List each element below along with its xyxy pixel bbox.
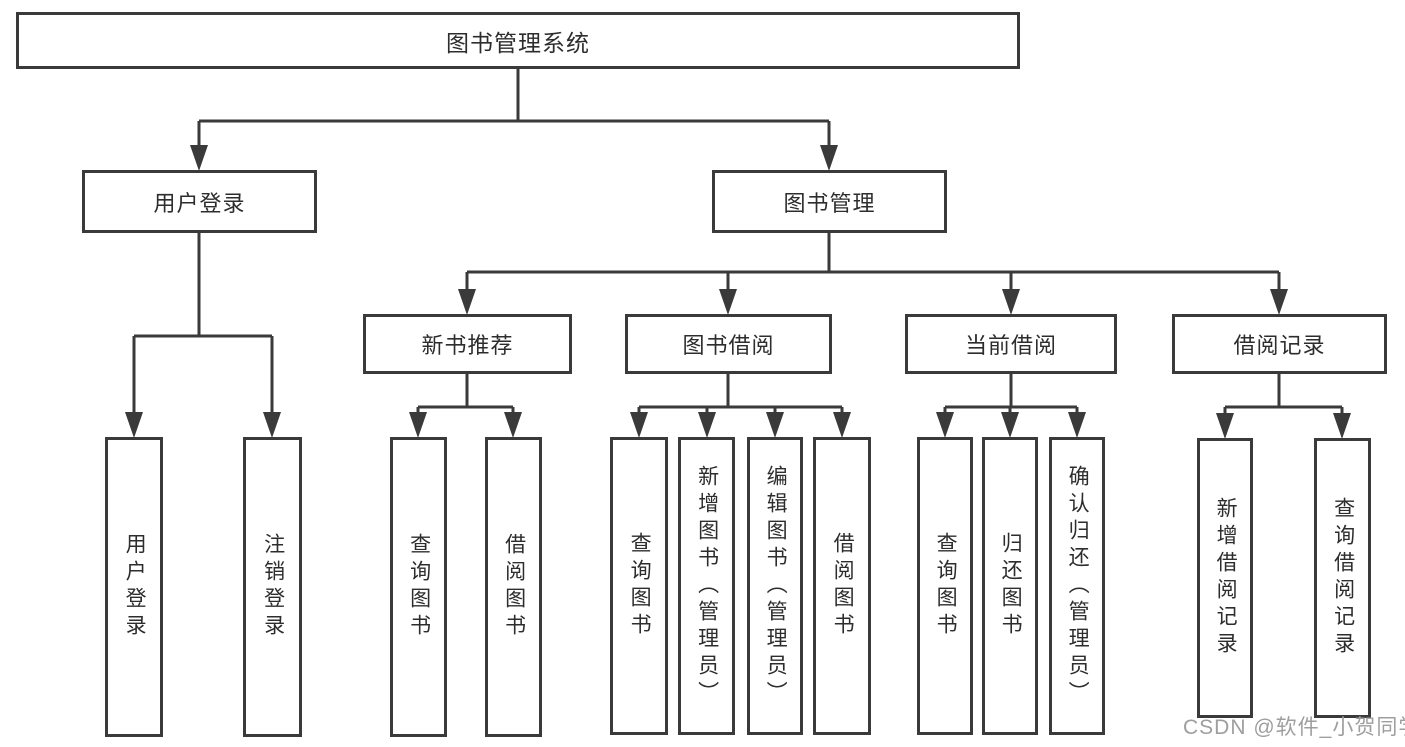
leaf-add-borrow-record-label: 新增借阅记录 — [1214, 497, 1238, 659]
csdn-watermark: CSDN @软件_小贺同学 — [1183, 716, 1405, 739]
node-current-borrowing: 当前借阅 — [905, 314, 1117, 374]
leaf-return-books-label: 归还图书 — [999, 532, 1023, 640]
leaf-query-books-current-label: 查询图书 — [934, 532, 958, 640]
leaf-query-borrow-record: 查询借阅记录 — [1314, 438, 1371, 718]
arrowhead-down-icon — [409, 412, 427, 438]
leaf-add-books-admin: 新增图书（管理员） — [678, 437, 735, 735]
arrowhead-down-icon — [630, 412, 648, 438]
leaf-borrow-books-recommend: 借阅图书 — [485, 437, 542, 737]
leaf-return-books: 归还图书 — [982, 437, 1038, 735]
node-book-management: 图书管理 — [712, 170, 947, 233]
node-current-borrowing-label: 当前借阅 — [964, 333, 1057, 358]
arrowhead-down-icon — [263, 412, 281, 438]
leaf-query-books-recommend: 查询图书 — [390, 437, 447, 737]
arrowhead-down-icon — [504, 412, 522, 438]
leaf-user-login-label: 用户登录 — [123, 533, 147, 641]
arrowhead-down-icon — [1068, 412, 1086, 438]
leaf-add-borrow-record: 新增借阅记录 — [1197, 438, 1253, 718]
leaf-query-books-recommend-label: 查询图书 — [407, 533, 431, 641]
leaf-borrow-books-borrowing: 借阅图书 — [813, 437, 871, 735]
node-new-book-recommend-label: 新书推荐 — [421, 333, 514, 358]
node-borrowing-records-label: 借阅记录 — [1233, 333, 1326, 358]
leaf-logout: 注销登录 — [243, 437, 302, 737]
node-book-borrowing-label: 图书借阅 — [682, 333, 775, 358]
connector-book-mgmt-level3 — [465, 233, 1281, 291]
leaf-borrow-books-borrowing-label: 借阅图书 — [831, 532, 855, 640]
leaf-edit-books-admin: 编辑图书（管理员） — [747, 437, 803, 735]
arrowhead-down-icon — [125, 412, 143, 438]
arrowhead-down-icon — [698, 412, 716, 438]
node-book-management-label: 图书管理 — [783, 190, 876, 216]
arrowhead-down-icon — [1216, 413, 1234, 439]
leaf-confirm-return-admin: 确认归还（管理员） — [1049, 437, 1105, 735]
node-new-book-recommend: 新书推荐 — [363, 314, 572, 374]
arrowhead-down-icon — [458, 289, 476, 315]
node-user-login: 用户登录 — [82, 170, 317, 233]
arrowhead-down-icon — [766, 412, 784, 438]
leaf-add-books-admin-label: 新增图书（管理员） — [695, 464, 719, 708]
leaf-logout-label: 注销登录 — [261, 533, 285, 641]
connector-user-login-children — [132, 233, 274, 414]
node-user-login-label: 用户登录 — [153, 190, 246, 216]
leaf-query-borrow-record-label: 查询借阅记录 — [1331, 497, 1355, 659]
leaf-query-books-borrowing-label: 查询图书 — [628, 532, 652, 640]
connector-records-children — [1223, 374, 1344, 415]
node-library-system: 图书管理系统 — [16, 12, 1020, 69]
connector-book-borrow-children — [637, 374, 844, 415]
arrowhead-down-icon — [190, 145, 208, 171]
arrowhead-down-icon — [719, 289, 737, 315]
arrowhead-down-icon — [936, 412, 954, 438]
leaf-edit-books-admin-label: 编辑图书（管理员） — [764, 464, 788, 708]
leaf-query-books-current: 查询图书 — [917, 437, 973, 735]
arrowhead-down-icon — [833, 412, 851, 438]
leaf-confirm-return-admin-label: 确认归还（管理员） — [1066, 464, 1090, 708]
arrowhead-down-icon — [1270, 289, 1288, 315]
connector-new-book-children — [416, 374, 515, 415]
node-book-borrowing: 图书借阅 — [625, 314, 832, 374]
node-library-system-label: 图书管理系统 — [446, 29, 590, 56]
arrowhead-down-icon — [1002, 289, 1020, 315]
leaf-query-books-borrowing: 查询图书 — [610, 437, 668, 735]
node-borrowing-records: 借阅记录 — [1172, 314, 1387, 374]
leaf-user-login: 用户登录 — [105, 437, 163, 737]
arrowhead-down-icon — [1333, 413, 1351, 439]
arrowhead-down-icon — [1001, 412, 1019, 438]
connector-current-children — [943, 374, 1079, 415]
arrowhead-down-icon — [820, 145, 838, 171]
leaf-borrow-books-recommend-label: 借阅图书 — [502, 533, 526, 641]
connector-root-to-level2 — [197, 68, 831, 147]
